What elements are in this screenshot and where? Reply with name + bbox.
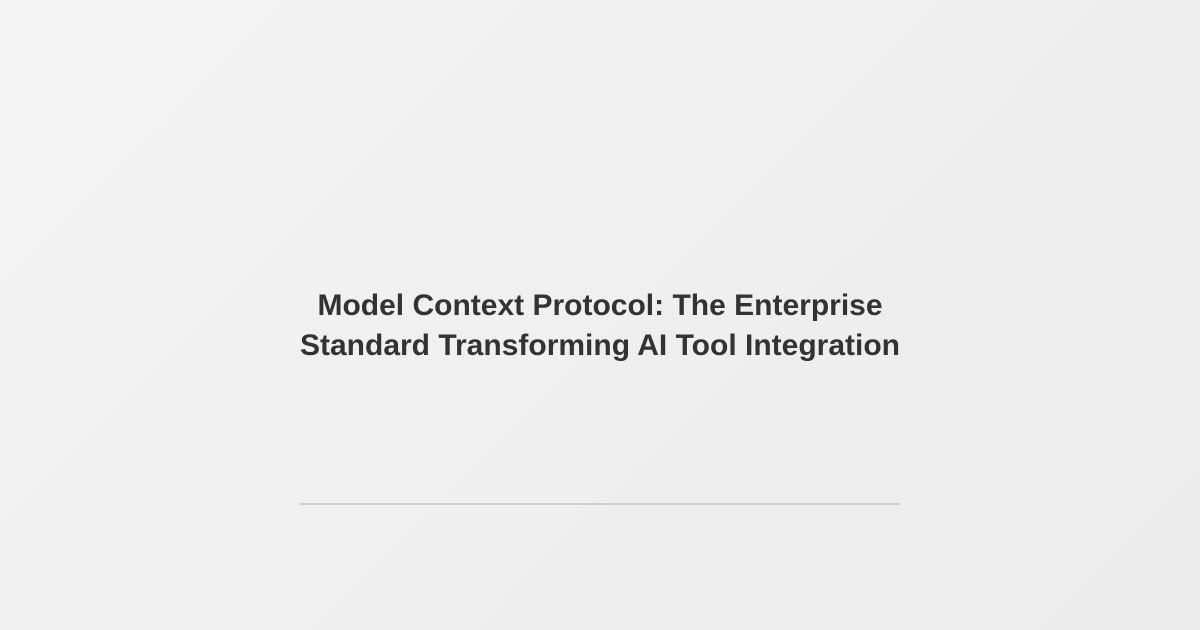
divider	[300, 503, 900, 505]
page-title: Model Context Protocol: The Enterprise S…	[299, 289, 900, 362]
